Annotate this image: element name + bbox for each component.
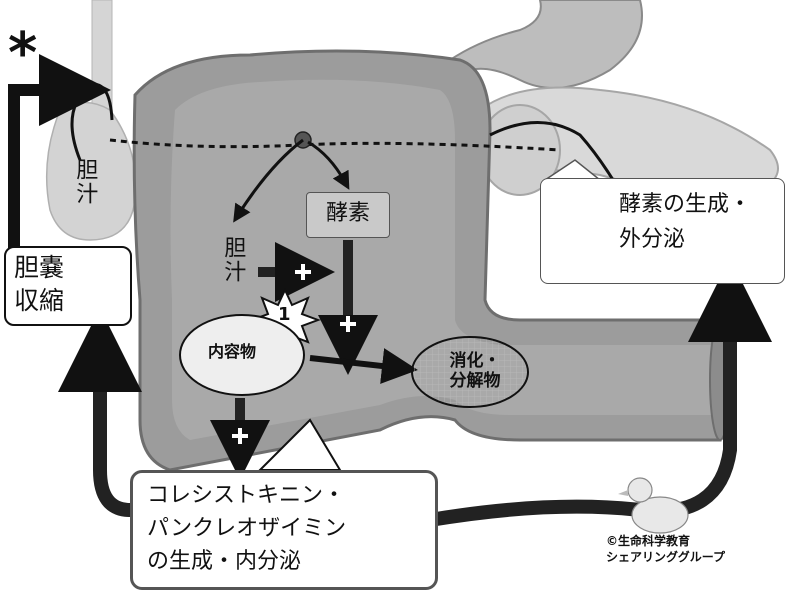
badge-number: 1 bbox=[278, 304, 291, 325]
asterisk-marker: * bbox=[8, 21, 38, 86]
loop-arrow-left bbox=[58, 308, 142, 517]
gallbladder-contraction-label: 胆嚢 収縮 bbox=[14, 253, 65, 315]
credit-label: ©生命科学教育 シェアリンググループ bbox=[606, 534, 726, 565]
gallbladder-contraction-box: 胆嚢 収縮 bbox=[4, 246, 132, 326]
duck-sketch bbox=[618, 477, 689, 534]
pancreas-note-label: 酵素の生成・ 外分泌 bbox=[619, 192, 752, 253]
enzyme-label: 酵素 bbox=[325, 201, 370, 226]
feedback-arrow-top bbox=[8, 54, 111, 250]
digestion-oval bbox=[411, 336, 529, 408]
plus-marks bbox=[232, 264, 356, 444]
stomach-shape bbox=[448, 0, 643, 89]
hormone-note-box: コレシストキニン・ パンクレオザイミン の生成・内分泌 bbox=[130, 470, 438, 590]
contents-oval bbox=[179, 314, 305, 396]
arrow-to-bile bbox=[233, 138, 304, 223]
hormone-note-label: コレシストキニン・ パンクレオザイミン の生成・内分泌 bbox=[147, 483, 347, 574]
pancreas-note-box: 酵素の生成・ 外分泌 bbox=[540, 178, 785, 284]
digestion-label: 消化・ 分解物 bbox=[449, 351, 501, 391]
arrow-contents-digest bbox=[309, 348, 418, 384]
arrow-to-enzyme bbox=[307, 140, 350, 190]
gallbladder-label: 胆汁 bbox=[72, 158, 98, 206]
dotted-duct bbox=[109, 138, 561, 152]
bile-label: 胆汁 bbox=[220, 236, 246, 284]
duodenum-lumen bbox=[170, 79, 720, 440]
contents-label: 内容物 bbox=[208, 342, 257, 361]
enzyme-box: 酵素 bbox=[306, 192, 390, 238]
